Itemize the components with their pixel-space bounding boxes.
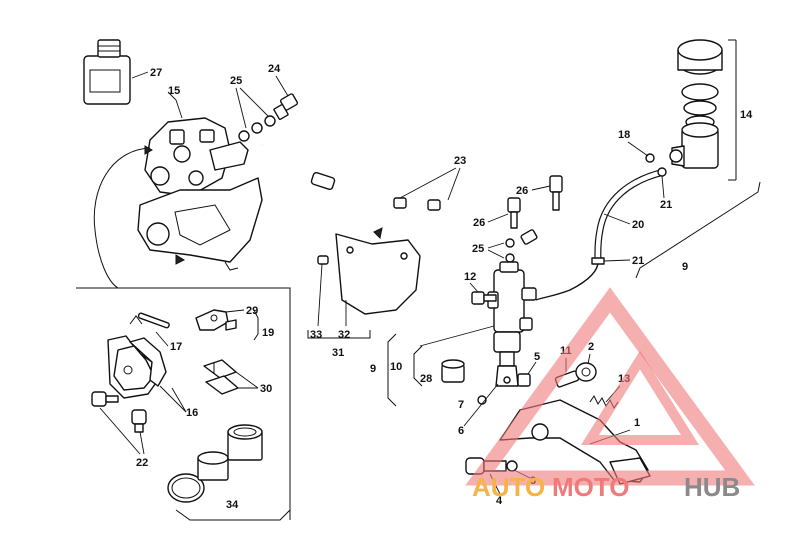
bushing [441, 359, 465, 383]
brake-hose [260, 143, 590, 247]
callout-21a: 21 [660, 199, 672, 211]
callout-24: 24 [268, 63, 281, 75]
callout-28: 28 [420, 373, 432, 385]
callout-29: 29 [246, 305, 258, 317]
callout-18: 18 [618, 129, 630, 141]
banjo-bolt-2 [507, 197, 521, 229]
reservoir-hose [535, 168, 665, 301]
callout-9b: 9 [682, 261, 688, 273]
callout-33: 33 [310, 329, 322, 341]
rear-master-cylinder [487, 261, 537, 387]
callout-31: 31 [332, 347, 344, 359]
callout-16: 16 [186, 407, 198, 419]
callout-26a: 26 [516, 185, 528, 197]
callout-20: 20 [632, 219, 644, 231]
callout-14: 14 [740, 109, 753, 121]
brake-fluid-reservoir [669, 39, 723, 169]
pad-pin [129, 312, 170, 329]
callout-17: 17 [170, 341, 182, 353]
callout-34: 34 [226, 499, 239, 511]
callout-6: 6 [458, 425, 464, 437]
watermark-moto: MOTO [552, 472, 630, 502]
callout-30: 30 [260, 383, 272, 395]
piston-seal-kit [167, 424, 263, 503]
callout-12: 12 [464, 271, 476, 283]
callout-23: 23 [454, 155, 466, 167]
heat-guard [335, 227, 421, 315]
automotohub-watermark: AUTO MOTO HUB [465, 287, 755, 502]
callout-25b: 25 [472, 243, 484, 255]
callout-7: 7 [458, 399, 464, 411]
callout-15: 15 [168, 85, 180, 97]
banjo-fitting-caliper [238, 93, 299, 142]
banjo-bolt [549, 175, 563, 211]
callout-2: 2 [588, 341, 594, 353]
callout-22: 22 [136, 457, 148, 469]
callout-19: 19 [262, 327, 274, 339]
callout-26b: 26 [473, 217, 485, 229]
callout-10: 10 [390, 361, 402, 373]
callout-25a: 25 [230, 75, 242, 87]
callout-27: 27 [150, 67, 162, 79]
callout-9: 9 [370, 363, 376, 375]
callout-1: 1 [634, 417, 640, 429]
anti-rattle-plates [203, 359, 239, 395]
pad-spring-clip [195, 309, 237, 331]
callout-5: 5 [534, 351, 540, 363]
brake-caliper [137, 117, 263, 271]
brake-pads [107, 335, 167, 399]
callout-32: 32 [338, 329, 350, 341]
callout-21b: 21 [632, 255, 644, 267]
caliper-bolts [91, 391, 147, 433]
watermark-hub: HUB [684, 472, 740, 502]
callout-4: 4 [496, 495, 503, 507]
watermark-auto: AUTO [472, 472, 545, 502]
brake-fluid-bottle [83, 39, 131, 105]
